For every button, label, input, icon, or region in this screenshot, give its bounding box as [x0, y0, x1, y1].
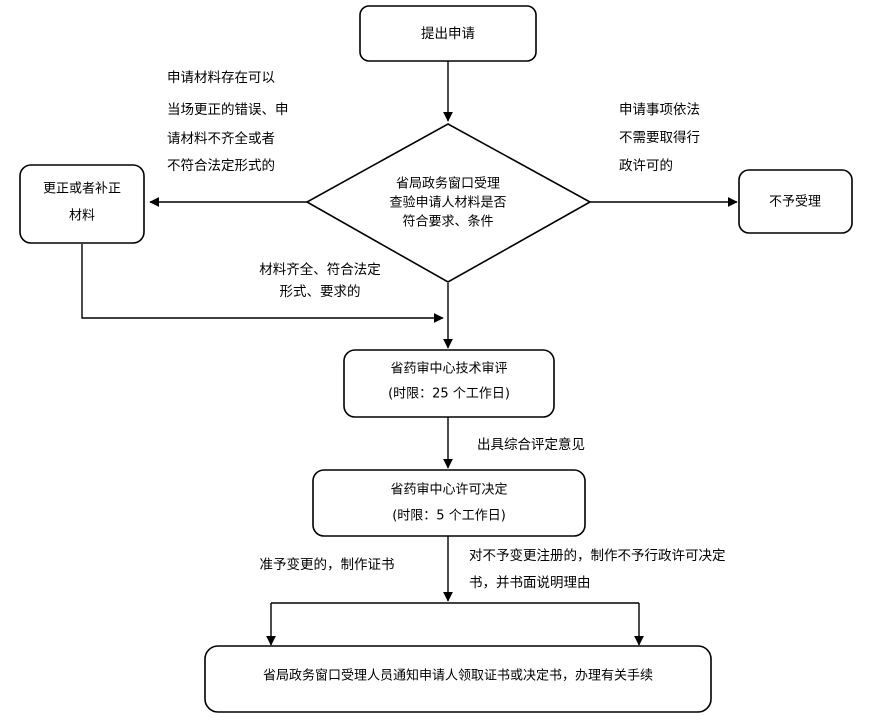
connector-group	[81, 61, 738, 646]
node-acceptance-decision[interactable]: 省局政务窗口受理 查验申请人材料是否 符合要求、条件	[305, 123, 592, 283]
node-technical-review[interactable]: 省药审中心技术审评 (时限：25 个工作日)	[343, 349, 555, 418]
node-submit-application[interactable]: 提出申请	[359, 5, 537, 62]
node-technical-review-line1: 省药审中心技术审评	[390, 362, 507, 377]
edge-label-to-reject-line3: 政许可的	[619, 158, 673, 174]
edge-label-to-correct-line2: 当场更正的错误、申	[167, 102, 289, 118]
node-acceptance-decision-line3: 符合要求、条件	[402, 214, 493, 230]
node-license-decision-line2: (时限：5 个工作日)	[392, 509, 506, 524]
node-submit-application-label: 提出申请	[421, 26, 475, 42]
edge-label-to-reject: 申请事项依法 不需要取得行 政许可的	[619, 102, 700, 174]
node-correct-materials-shape	[19, 164, 145, 244]
node-acceptance-decision-line2: 查验申请人材料是否	[389, 195, 506, 211]
node-license-decision[interactable]: 省药审中心许可决定 (时限：5 个工作日)	[312, 469, 586, 537]
edge-label-to-reject-line1: 申请事项依法	[619, 102, 700, 118]
node-license-decision-line1: 省药审中心许可决定	[390, 483, 507, 498]
edge-label-approve-line1: 准予变更的，制作证书	[260, 557, 395, 573]
node-correct-materials-line1: 更正或者补正	[43, 182, 121, 197]
node-technical-review-shape	[343, 349, 555, 418]
node-correct-materials[interactable]: 更正或者补正 材料	[19, 164, 145, 244]
node-correct-materials-line2: 材料	[69, 209, 95, 224]
edge-label-to-license-decision-line1: 出具综合评定意见	[477, 436, 585, 453]
node-acceptance-decision-shape	[305, 123, 592, 283]
edge-label-approve: 准予变更的，制作证书	[260, 557, 395, 573]
node-not-accepted[interactable]: 不予受理	[738, 169, 853, 234]
node-notify-applicant-shape	[204, 645, 712, 713]
node-license-decision-shape	[312, 469, 586, 537]
edge-label-to-reject-line2: 不需要取得行	[619, 129, 700, 146]
edge-label-deny-line1: 对不予变更注册的，制作不予行政许可决定	[469, 548, 726, 564]
edge-label-to-review-line2: 形式、要求的	[280, 284, 361, 300]
node-technical-review-line2: (时限：25 个工作日)	[388, 387, 510, 402]
node-not-accepted-shape	[738, 169, 853, 234]
edge-label-deny: 对不予变更注册的，制作不予行政许可决定 书，并书面说明理由	[469, 548, 726, 591]
edge-label-to-correct-line4: 不符合法定形式的	[167, 158, 275, 174]
node-notify-applicant[interactable]: 省局政务窗口受理人员通知申请人领取证书或决定书，办理有关手续	[204, 645, 712, 713]
node-acceptance-decision-line1: 省局政务窗口受理	[396, 176, 500, 192]
edge-label-deny-line2: 书，并书面说明理由	[469, 575, 591, 591]
edge-label-to-review-line1: 材料齐全、符合法定	[259, 261, 381, 278]
node-notify-applicant-label: 省局政务窗口受理人员通知申请人领取证书或决定书，办理有关手续	[263, 668, 653, 684]
node-not-accepted-label: 不予受理	[769, 195, 821, 210]
edge-label-to-license-decision: 出具综合评定意见	[477, 436, 585, 453]
edge-correct-to-review	[81, 244, 444, 323]
edge-label-to-correct: 申请材料存在可以 当场更正的错误、申 请材料不齐全或者 不符合法定形式的	[167, 70, 289, 174]
edge-label-to-correct-line1: 申请材料存在可以	[167, 70, 275, 86]
node-submit-application-shape	[359, 5, 537, 62]
edge-label-to-review: 材料齐全、符合法定 形式、要求的	[259, 261, 381, 300]
edge-label-to-correct-line3: 请材料不齐全或者	[167, 130, 275, 147]
